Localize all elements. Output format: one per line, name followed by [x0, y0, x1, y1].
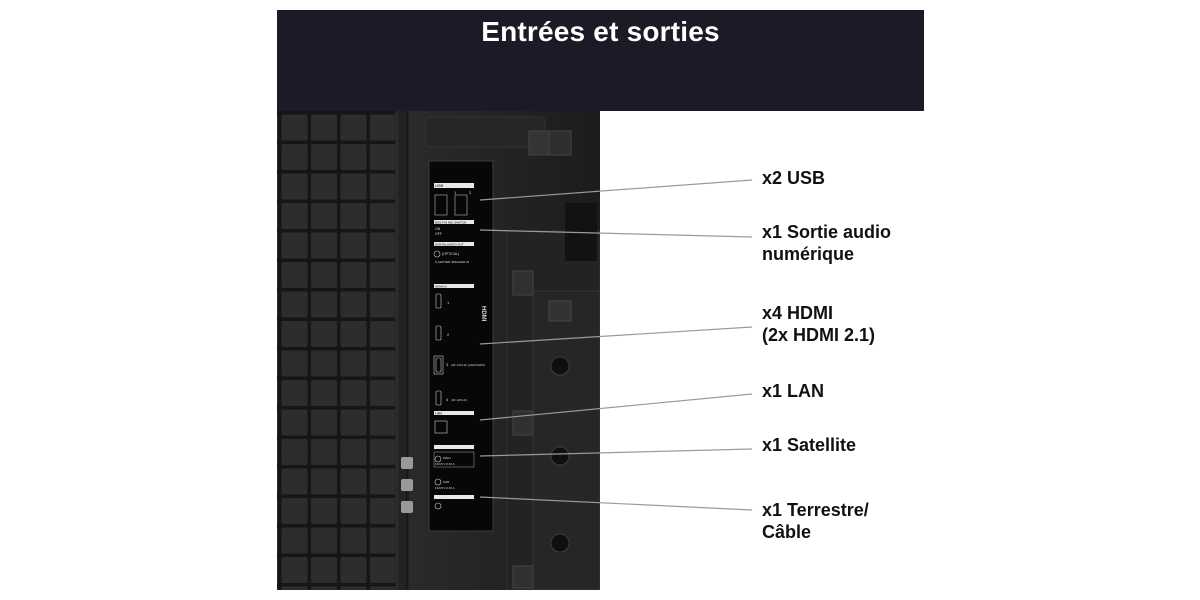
usb-panel-label: USB [435, 183, 444, 188]
hdmi-3-note: (4K 120 Hz) (eARC/ARC) [451, 363, 485, 367]
callout-usb-line-1: x2 USB [762, 168, 826, 188]
hdmi-in-label: HDMI IN [435, 284, 447, 288]
hdmi-port-4 [435, 390, 442, 406]
tv-rear-illustration: USB 1 2 BUILT-IN MIC SWITCH ON OFF DIGIT… [277, 111, 600, 590]
callout-audio-line-2: numérique [762, 244, 855, 264]
callout-usb: x2 USB [762, 167, 825, 189]
hdmi-4-note: (4K 120 Hz) [451, 398, 467, 402]
callout-satellite-line-1: x1 Satellite [762, 435, 857, 455]
hdmi-4-label: 4 [446, 397, 449, 402]
side-rail [395, 111, 409, 590]
hdmi-2-label: 2 [447, 332, 450, 337]
main-label: MAIN [443, 456, 451, 460]
digital-audio-label: DIGITAL AUDIO OUT [435, 242, 464, 246]
sub-spec: 13/18 V 0.45 A [435, 486, 455, 490]
leader-satellite [479, 448, 753, 457]
hdmi-port-1 [435, 293, 442, 309]
callout-hdmi-line-1: x4 HDMI [762, 303, 834, 323]
lan-panel-label: LAN [435, 411, 442, 415]
leader-usb [479, 179, 753, 201]
usb-1-label: 1 [454, 190, 457, 195]
sub-label: SUB [443, 480, 449, 484]
mic-off-label: OFF [435, 232, 442, 236]
callout-terrestrial-line-2: Câble [762, 522, 812, 542]
speaker-in-label: S-CENTER SPEAKER IN [435, 260, 469, 264]
satellite-main-port [434, 455, 442, 463]
main-spec: 13/18 V 0.45 A [435, 462, 455, 466]
hdmi-logo: HDMI [480, 306, 486, 322]
header-band: Entrées et sorties [277, 10, 924, 111]
callout-hdmi: x4 HDMI (2x HDMI 2.1) [762, 302, 875, 346]
optical-label: (OPTICAL) [442, 252, 459, 256]
terrestrial-port [434, 502, 442, 510]
mic-switch-label: BUILT-IN MIC SWITCH [435, 220, 466, 224]
leader-terrestrial [479, 496, 753, 511]
ventilation-grille [277, 111, 395, 590]
usb-2-label: 2 [469, 190, 472, 195]
page-title: Entrées et sorties [481, 16, 720, 47]
callout-audio: x1 Sortie audio numérique [762, 221, 891, 265]
usb-port-1 [434, 194, 448, 216]
hdmi-port-3 [433, 355, 444, 375]
mic-on-label: ON [435, 227, 441, 231]
hdmi-3-label: 3 [446, 362, 449, 367]
callout-terrestrial: x1 Terrestre/ Câble [762, 499, 869, 543]
hdmi-port-2 [435, 325, 442, 341]
tv-rear-photo: USB 1 2 BUILT-IN MIC SWITCH ON OFF DIGIT… [277, 111, 600, 590]
optical-port [433, 250, 441, 258]
callout-hdmi-line-2: (2x HDMI 2.1) [762, 325, 876, 345]
callout-terrestrial-line-1: x1 Terrestre/ [762, 500, 869, 520]
callout-lan-line-1: x1 LAN [762, 381, 825, 401]
usb-port-2 [454, 194, 468, 216]
hdmi-1-label: 1 [447, 300, 450, 305]
lan-port [434, 420, 448, 434]
callout-audio-line-1: x1 Sortie audio [762, 222, 892, 242]
callout-satellite: x1 Satellite [762, 434, 856, 456]
leader-lan [479, 393, 753, 421]
leader-hdmi [479, 326, 753, 345]
callout-lan: x1 LAN [762, 380, 824, 402]
leader-audio [479, 229, 753, 238]
satellite-sub-port [434, 478, 442, 486]
cable-clips [401, 457, 413, 513]
